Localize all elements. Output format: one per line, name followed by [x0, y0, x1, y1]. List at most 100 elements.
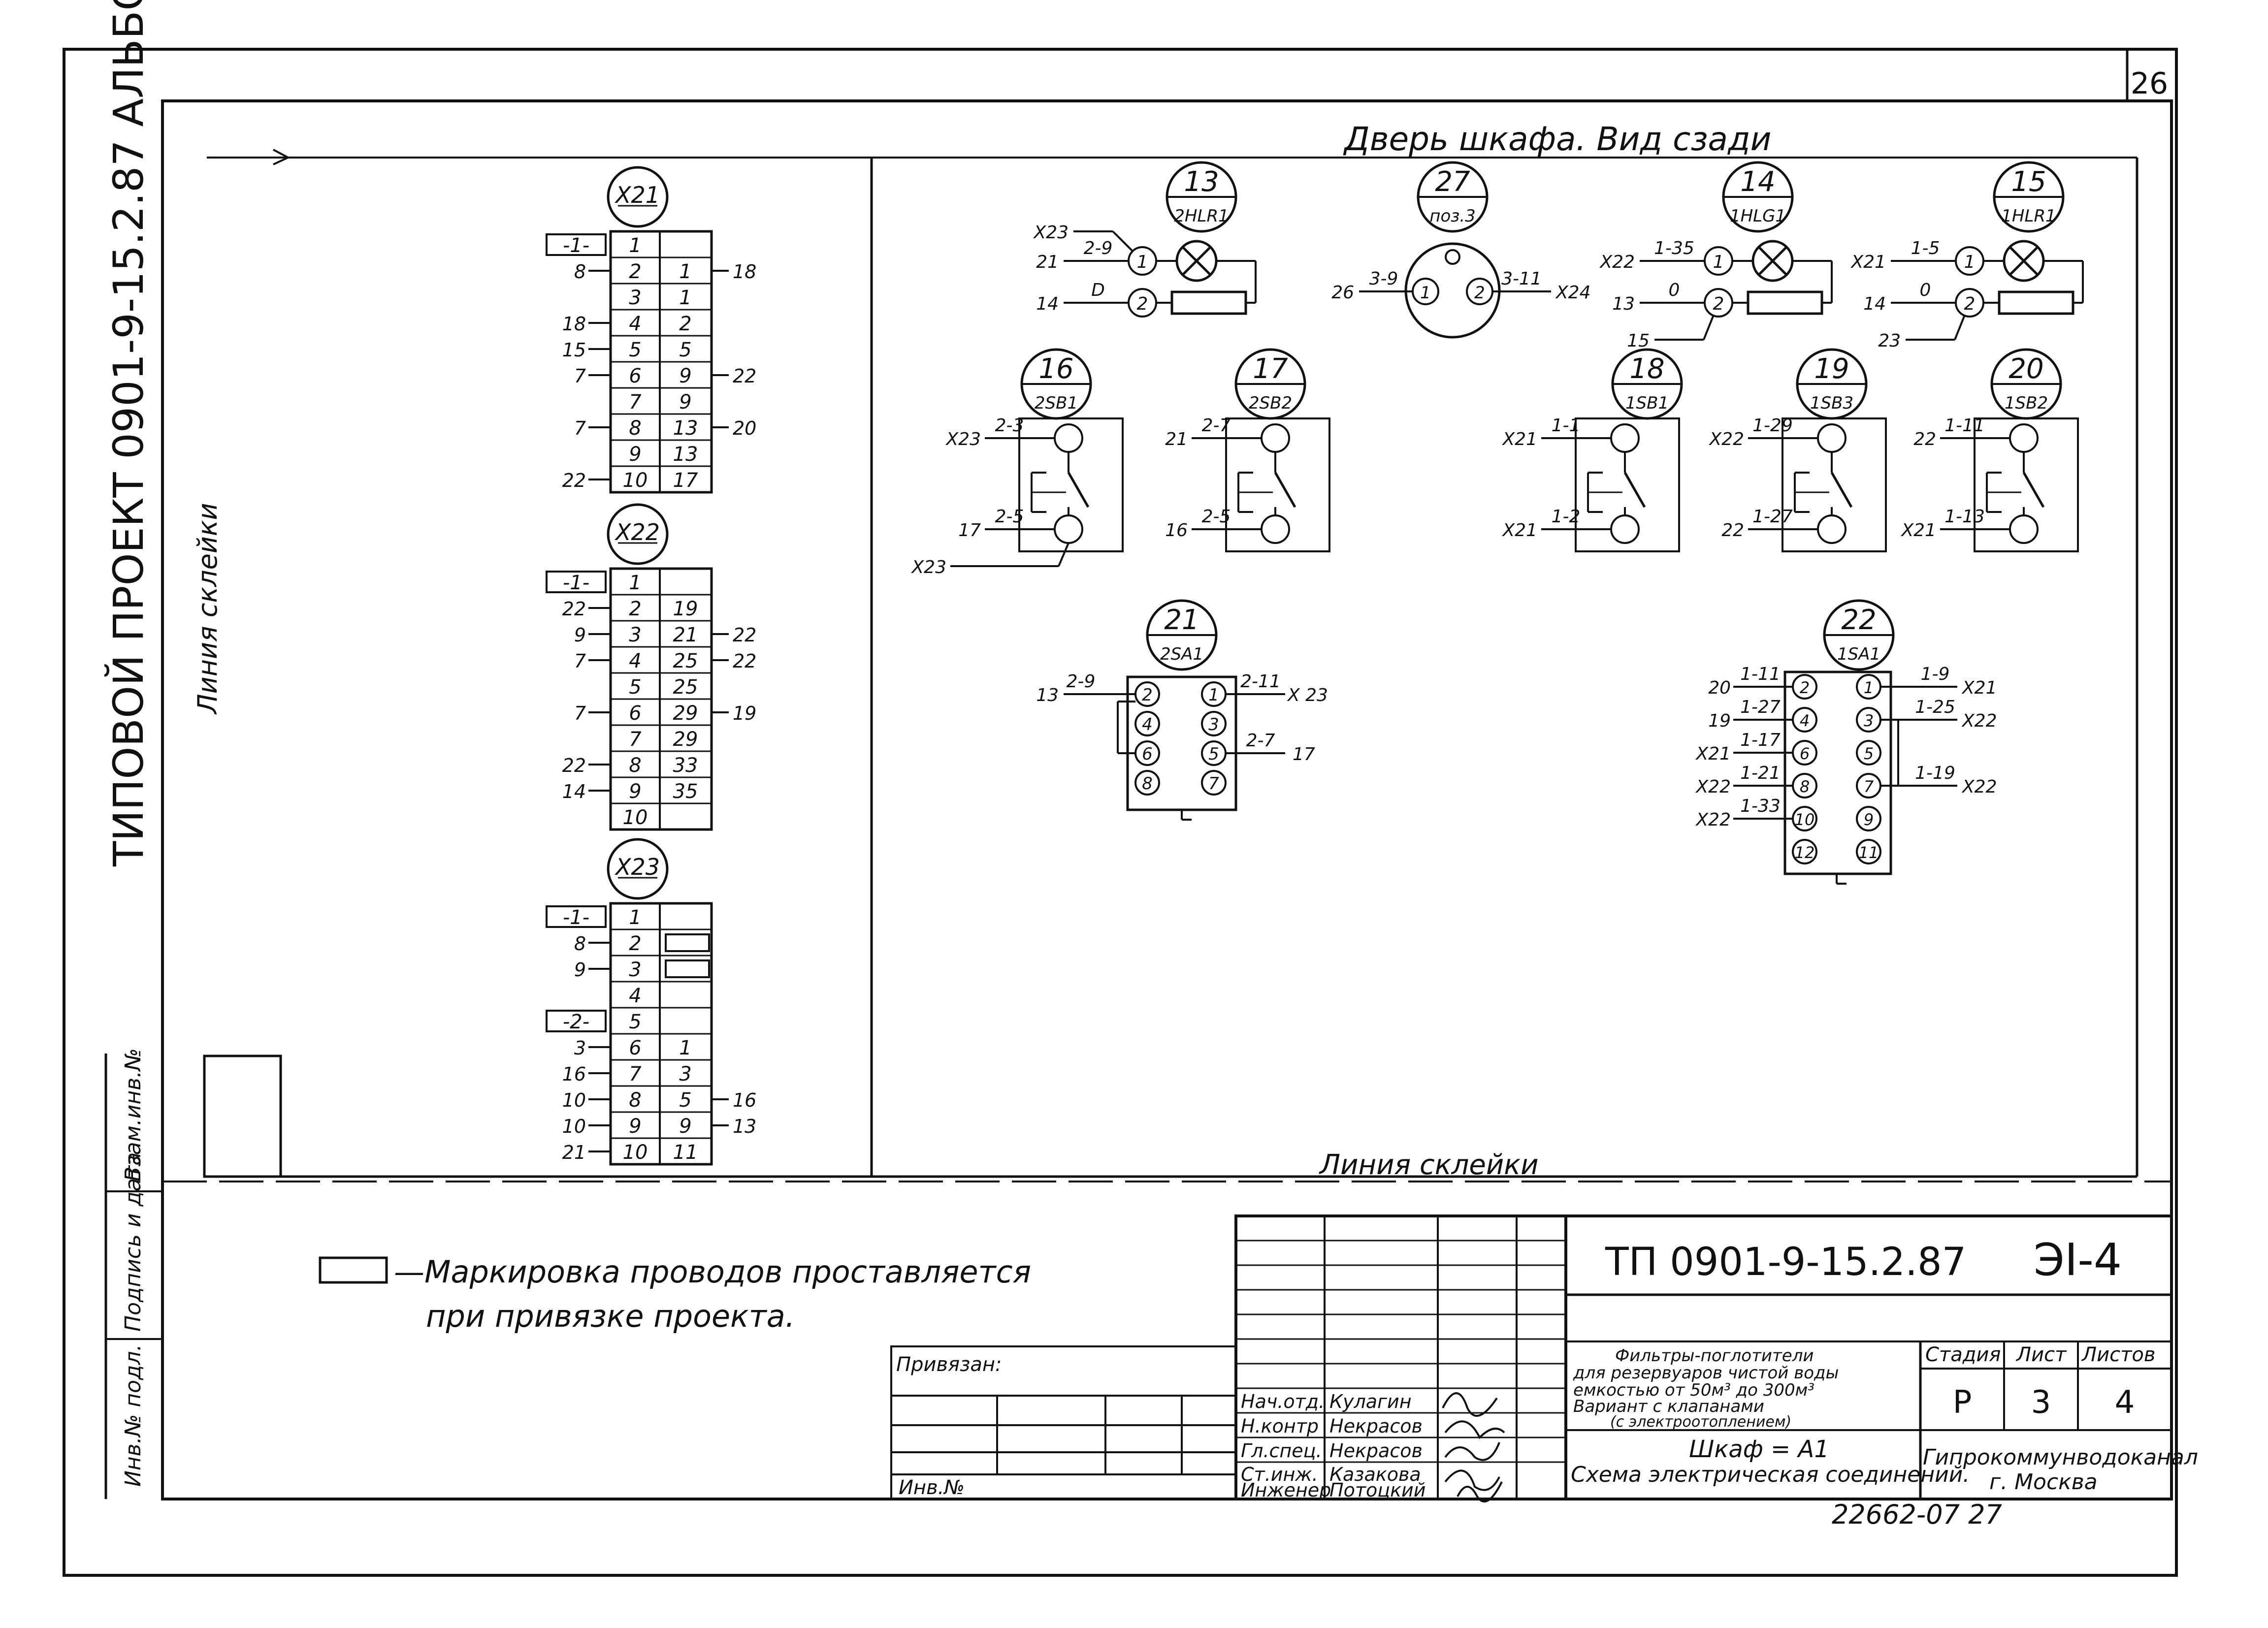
switch-22-right-wire-label: 1-9 — [1921, 664, 1950, 684]
lamp-14-marker-code: 1HLG1 — [1730, 206, 1786, 226]
button-18-marker-number: 18 — [1629, 353, 1664, 385]
button-19-marker-code: 1SB3 — [1810, 393, 1853, 413]
terminal-x22-wire-number: 25 — [673, 650, 698, 672]
button-16-marker-code: 2SB1 — [1035, 393, 1078, 413]
drawing-subtitle: Схема электрическая соединений. — [1571, 1462, 1970, 1487]
lamp-15-marker-code: 1HLR1 — [2001, 206, 2056, 226]
terminal-x21-left-label: 7 — [574, 365, 586, 387]
button-19-contact-bottom — [1817, 514, 1847, 544]
terminal-x23-terminal-number: 1 — [629, 906, 641, 929]
lamp-15-wire-1-label: 1-5 — [1911, 238, 1940, 258]
switch-21-pin — [1134, 770, 1160, 796]
terminal-x22-left-label: 22 — [562, 598, 586, 620]
lamp-13-marker-code: 2HLR1 — [1174, 206, 1229, 226]
terminal-x21-group-box — [546, 233, 607, 256]
lamp-15-marker-number: 15 — [2011, 166, 2046, 198]
button-18-wire-1-label: 1-1 — [1552, 415, 1581, 436]
terminal-x23-left-label: 3 — [574, 1037, 586, 1059]
button-17-contact-bottom — [1261, 514, 1290, 544]
terminal-x21-left-label: 15 — [562, 339, 586, 361]
button-20-wire-2-label: 1-13 — [1944, 507, 1985, 527]
title-block — [1234, 1214, 2173, 1500]
terminal-x22-right-label: 22 — [733, 650, 756, 672]
lamp-14-lamp-cross-b — [1758, 246, 1787, 276]
switch-22-pin-number: 10 — [1795, 810, 1815, 829]
terminal-x23-wire-number: 5 — [679, 1089, 691, 1112]
terminal-x22-terminal-number: 2 — [629, 598, 641, 620]
organization-city: г. Москва — [1989, 1469, 2098, 1495]
terminal-x23-right-label: 13 — [733, 1116, 756, 1137]
terminal-x21-wire-number: 2 — [679, 313, 691, 335]
button-18-wire-2-label: 1-2 — [1552, 507, 1581, 527]
terminal-x21-wire-number: 1 — [679, 260, 691, 283]
corner-box — [203, 1054, 282, 1178]
terminal-x21-wire-number: 13 — [673, 417, 698, 440]
terminal-x21-terminal-number: 1 — [629, 234, 641, 257]
terminal-x22-left-label: 7 — [574, 702, 586, 724]
button-16-contact-bottom — [1054, 514, 1083, 544]
top-arrow-head — [273, 149, 291, 165]
button-18-frame — [1575, 417, 1680, 552]
terminal-x22-terminal-number: 9 — [629, 780, 641, 803]
lamp-15-extra-point: 23 — [1878, 331, 1901, 351]
terminal-x22-marker-label: X22 — [615, 519, 660, 545]
terminal-x22-wire-number: 29 — [673, 728, 698, 751]
switch-21-right-point-1: X 23 — [1287, 685, 1328, 705]
terminal-x23-marker-circle — [607, 838, 669, 900]
switch-22-right-point: X21 — [1961, 678, 1997, 698]
lamp-15-terminal-1-number: 1 — [1964, 252, 1976, 272]
socket-27-marker-code: поз.3 — [1429, 206, 1476, 226]
switch-22-left-point: X22 — [1695, 810, 1731, 830]
terminal-x23-terminal-number: 10 — [623, 1141, 648, 1164]
lamp-15-resistor — [1998, 290, 2074, 315]
button-19-frame — [1782, 417, 1887, 552]
legend-line-2: при привязке проекта. — [426, 1298, 795, 1334]
socket-27-pin-1-number: 1 — [1420, 283, 1431, 303]
project-line-1: Фильтры-поглотители — [1615, 1346, 1814, 1366]
button-19-contact-top — [1817, 423, 1847, 453]
terminal-x21-marker-circle — [607, 166, 669, 228]
terminal-x21-wire-number: 9 — [679, 365, 691, 387]
terminal-x23-terminal-number: 6 — [629, 1037, 641, 1059]
stage-label: Стадия — [1925, 1343, 2001, 1366]
button-17-marker-number: 17 — [1253, 353, 1288, 385]
switch-21-pin-number: 7 — [1208, 774, 1219, 794]
switch-22-pin-number: 3 — [1864, 711, 1874, 730]
button-16-point-2: 17 — [958, 520, 981, 541]
button-17-point-1: 21 — [1165, 429, 1188, 449]
switch-21-pin-number: 8 — [1142, 774, 1153, 794]
signer-name-2: Некрасов — [1329, 1415, 1423, 1437]
legend-line-1: —Маркировка проводов проставляется — [394, 1254, 1031, 1290]
terminal-x22-wire-number: 19 — [673, 598, 698, 620]
lamp-15-point-2: 14 — [1863, 294, 1886, 314]
glue-line-label-vertical: Линия склейки — [192, 503, 223, 715]
lamp-14-extra-point: 15 — [1627, 331, 1650, 351]
switch-21-pin-number: 1 — [1208, 685, 1219, 705]
terminal-x21-terminal-number: 6 — [629, 365, 641, 387]
switch-22-left-wire-label: 1-21 — [1740, 763, 1781, 783]
terminal-x22-terminal-number: 5 — [629, 676, 641, 699]
lamp-13-extra-point: X23 — [1033, 223, 1069, 243]
button-20-switch-blade — [2022, 472, 2045, 508]
button-18-marker-code: 1SB1 — [1625, 393, 1669, 413]
switch-22-left-point: 20 — [1708, 678, 1731, 698]
terminal-x23-terminal-number: 4 — [629, 985, 641, 1007]
terminal-x21-terminal-number: 3 — [629, 287, 641, 309]
socket-27-pin-2-number: 2 — [1474, 283, 1485, 303]
button-20-frame — [1974, 417, 2079, 552]
terminal-x21-group-label: -1- — [563, 234, 589, 257]
sheets-value: 4 — [2115, 1384, 2135, 1421]
lamp-14-marker-number: 14 — [1740, 166, 1775, 198]
switch-21-pin — [1134, 711, 1160, 736]
terminal-x21-left-label: 18 — [562, 313, 586, 335]
button-19-point-1: X22 — [1709, 429, 1744, 449]
switch-22-pin-number: 5 — [1864, 744, 1874, 763]
switch-22-pin-number: 12 — [1795, 843, 1815, 862]
switch-22-pin — [1792, 839, 1817, 864]
switch-21-pin-number: 5 — [1208, 744, 1219, 764]
project-line-3: емкостью от 50м³ до 300м³ — [1573, 1380, 1814, 1400]
marking-legend-box — [319, 1256, 388, 1284]
lamp-15-point-1: X21 — [1850, 252, 1886, 272]
switch-22-pin-number: 2 — [1800, 678, 1810, 697]
